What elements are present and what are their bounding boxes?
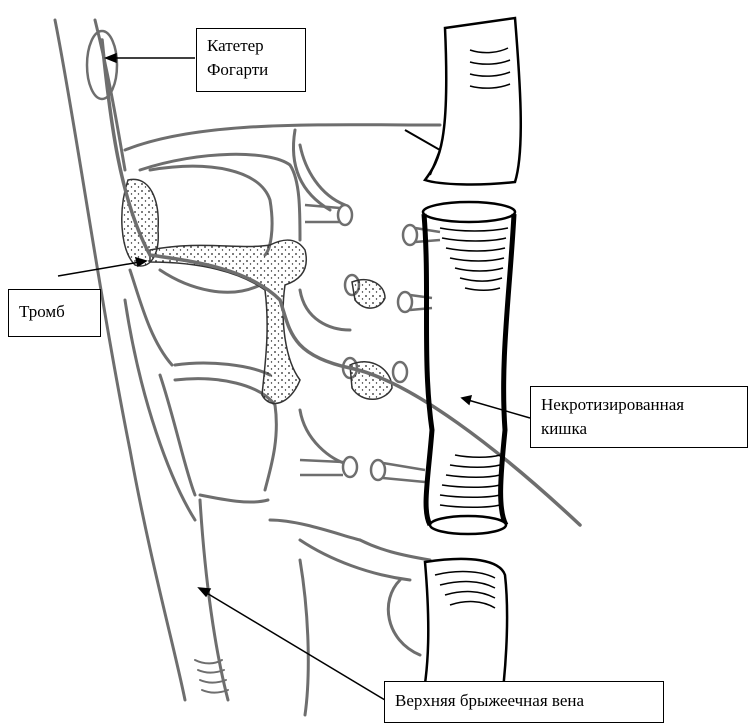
thrombus-label: Тромб	[8, 289, 101, 337]
catheter-label-line2: Фогарти	[207, 58, 295, 82]
catheter-label: Катетер Фогарти	[196, 28, 306, 92]
necrotic-bowel-segment	[423, 202, 515, 534]
upper-bowel-segment	[405, 18, 521, 184]
mesenteric-arcades	[125, 125, 440, 715]
catheter-label-line1: Катетер	[207, 34, 295, 58]
necrotic-bowel-label: Некротизированная кишка	[530, 386, 748, 448]
smv-label: Верхняя брыжеечная вена	[384, 681, 664, 723]
superior-mesenteric-vein	[55, 20, 228, 700]
vasa-recta	[300, 205, 440, 482]
smv-label-text: Верхняя брыжеечная вена	[395, 689, 653, 713]
necrotic-bowel-label-line2: кишка	[541, 417, 737, 441]
thrombus-label-text: Тромб	[19, 300, 90, 324]
necrotic-bowel-label-line1: Некротизированная	[541, 393, 737, 417]
